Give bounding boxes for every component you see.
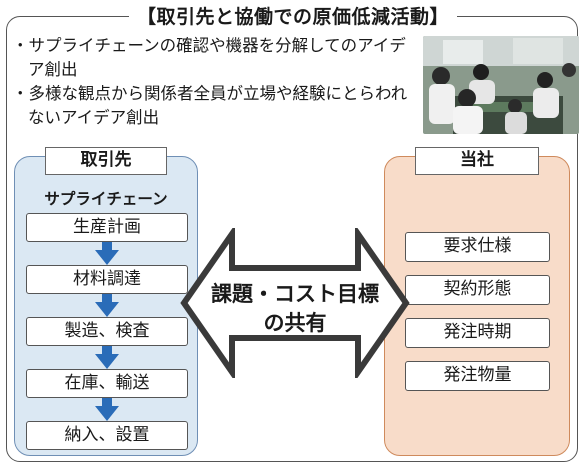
workshop-photo (423, 36, 579, 134)
item-contract-form: 契約形態 (405, 275, 550, 305)
supply-chain-label: サプライチェーン (44, 190, 168, 208)
diagram-title: 【取引先と協働での原価低減活動】 (128, 2, 457, 29)
down-arrow-icon (95, 242, 119, 265)
step-production-planning: 生産計画 (26, 213, 188, 242)
shared-goal-line1: 課題・コスト目標 (211, 282, 379, 306)
item-order-timing: 発注時期 (405, 318, 550, 348)
supplier-panel-title: 取引先 (45, 147, 167, 175)
down-arrow-icon (95, 346, 119, 369)
bullet-item: サプライチェーンの確認や機器を分解してのアイデア創出 (18, 34, 418, 82)
step-inventory-transport: 在庫、輸送 (26, 369, 188, 398)
item-order-volume: 発注物量 (405, 361, 550, 391)
company-panel-title: 当社 (415, 147, 539, 175)
step-delivery-installation: 納入、設置 (26, 421, 188, 450)
company-panel (384, 156, 570, 456)
bullet-list: サプライチェーンの確認や機器を分解してのアイデア創出 多様な観点から関係者全員が… (18, 34, 418, 130)
workshop-photo-image (423, 36, 579, 134)
step-material-procurement: 材料調達 (26, 265, 188, 294)
down-arrow-icon (95, 294, 119, 317)
shared-goal-line2: の共有 (263, 311, 327, 335)
down-arrow-icon (95, 398, 119, 421)
step-manufacturing-inspection: 製造、検査 (26, 317, 188, 346)
item-requirements-spec: 要求仕様 (405, 232, 550, 262)
bullet-item: 多様な観点から関係者全員が立場や経験にとらわれないアイデア創出 (18, 82, 418, 130)
double-arrow-icon (180, 228, 410, 378)
shared-goal-text: 課題・コスト目標 の共有 (185, 280, 405, 338)
